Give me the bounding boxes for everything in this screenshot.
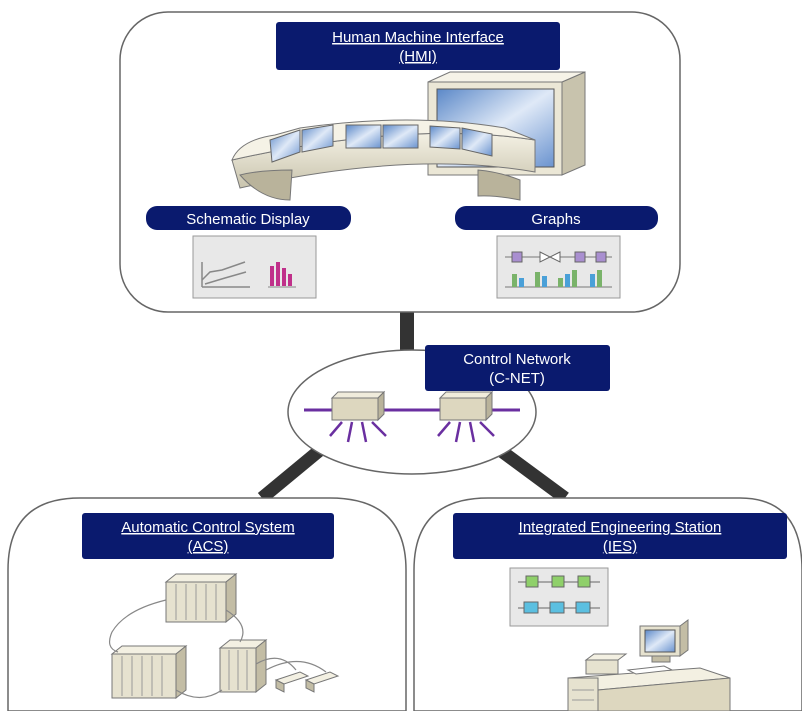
acs-title-badge [82,513,334,559]
ies-title-line1: Integrated Engineering Station [519,519,722,536]
graphs-thumbnail [496,235,621,299]
graphs-badge [455,206,658,230]
schematic-display-badge [146,206,351,230]
acs-title-line2: (ACS) [188,538,229,555]
cnet-title-line1: Control Network [463,351,571,368]
ies-title-badge [453,513,787,559]
hmi-title-line1: Human Machine Interface [332,29,504,46]
schematic-display-thumbnail [192,235,317,299]
ies-title-line2: (IES) [603,538,637,555]
cnet-to-acs-link [257,444,325,504]
graphs-label: Graphs [531,211,580,228]
cnet-title-badge [425,345,610,391]
ies-workstation-illustration [567,619,731,711]
schematic-display-label: Schematic Display [186,211,310,228]
acs-title-line1: Automatic Control System [121,519,294,536]
cnet-to-ies-link [496,444,569,504]
cnet-title-line2: (C-NET) [489,370,545,387]
network-hubs-illustration [304,390,520,443]
operator-console-illustration [231,71,586,201]
acs-controller-racks-illustration [108,572,340,700]
hmi-title-badge [276,22,560,70]
ies-block-diagram-thumbnail [509,567,609,627]
hmi-title-line2: (HMI) [399,48,437,65]
